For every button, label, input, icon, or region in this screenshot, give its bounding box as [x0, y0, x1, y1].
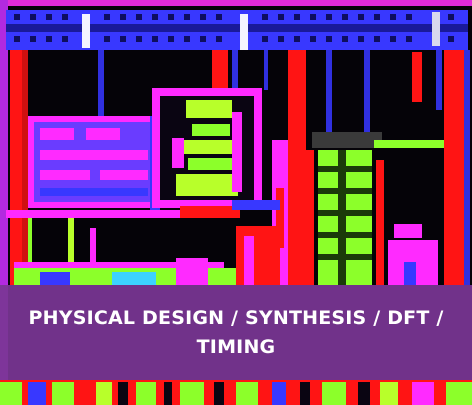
caption-band: PHYSICAL DESIGN / SYNTHESIS / DFT / TIMI…: [0, 285, 472, 380]
course-title[interactable]: PHYSICAL DESIGN / SYNTHESIS / DFT / TIMI…: [28, 306, 444, 358]
